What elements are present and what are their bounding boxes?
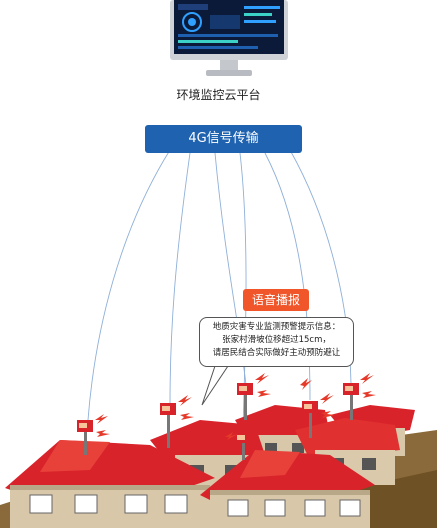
platform-label: 环境监控云平台: [176, 88, 261, 102]
speaker-device-icon: [160, 403, 176, 448]
transmission-banner: 4G信号传输: [145, 125, 302, 153]
speaker-device-icon: [237, 383, 253, 420]
house-icon: [200, 450, 375, 528]
speaker-device-icon: [302, 401, 318, 438]
signal-wave-icon: [95, 373, 376, 440]
alert-line-3: 请居民结合实际做好主动预防避让: [212, 348, 341, 358]
alert-line-1: 地质灾害专业监测预警提示信息：: [212, 322, 341, 332]
speaker-device-icon: [235, 432, 251, 460]
alert-bubble: 地质灾害专业监测预警提示信息： 张家村滑坡位移超过15cm， 请居民结合实际做好…: [199, 317, 354, 367]
speaker-device-icon: [77, 420, 93, 455]
speaker-device-icon: [343, 383, 359, 420]
signal-lines: [87, 149, 352, 431]
house-icon: [5, 440, 215, 528]
alert-line-2: 张家村滑坡位移超过15cm，: [222, 335, 331, 345]
voice-broadcast-badge: 语音播报: [243, 289, 309, 311]
monitor-icon: [170, 0, 288, 76]
